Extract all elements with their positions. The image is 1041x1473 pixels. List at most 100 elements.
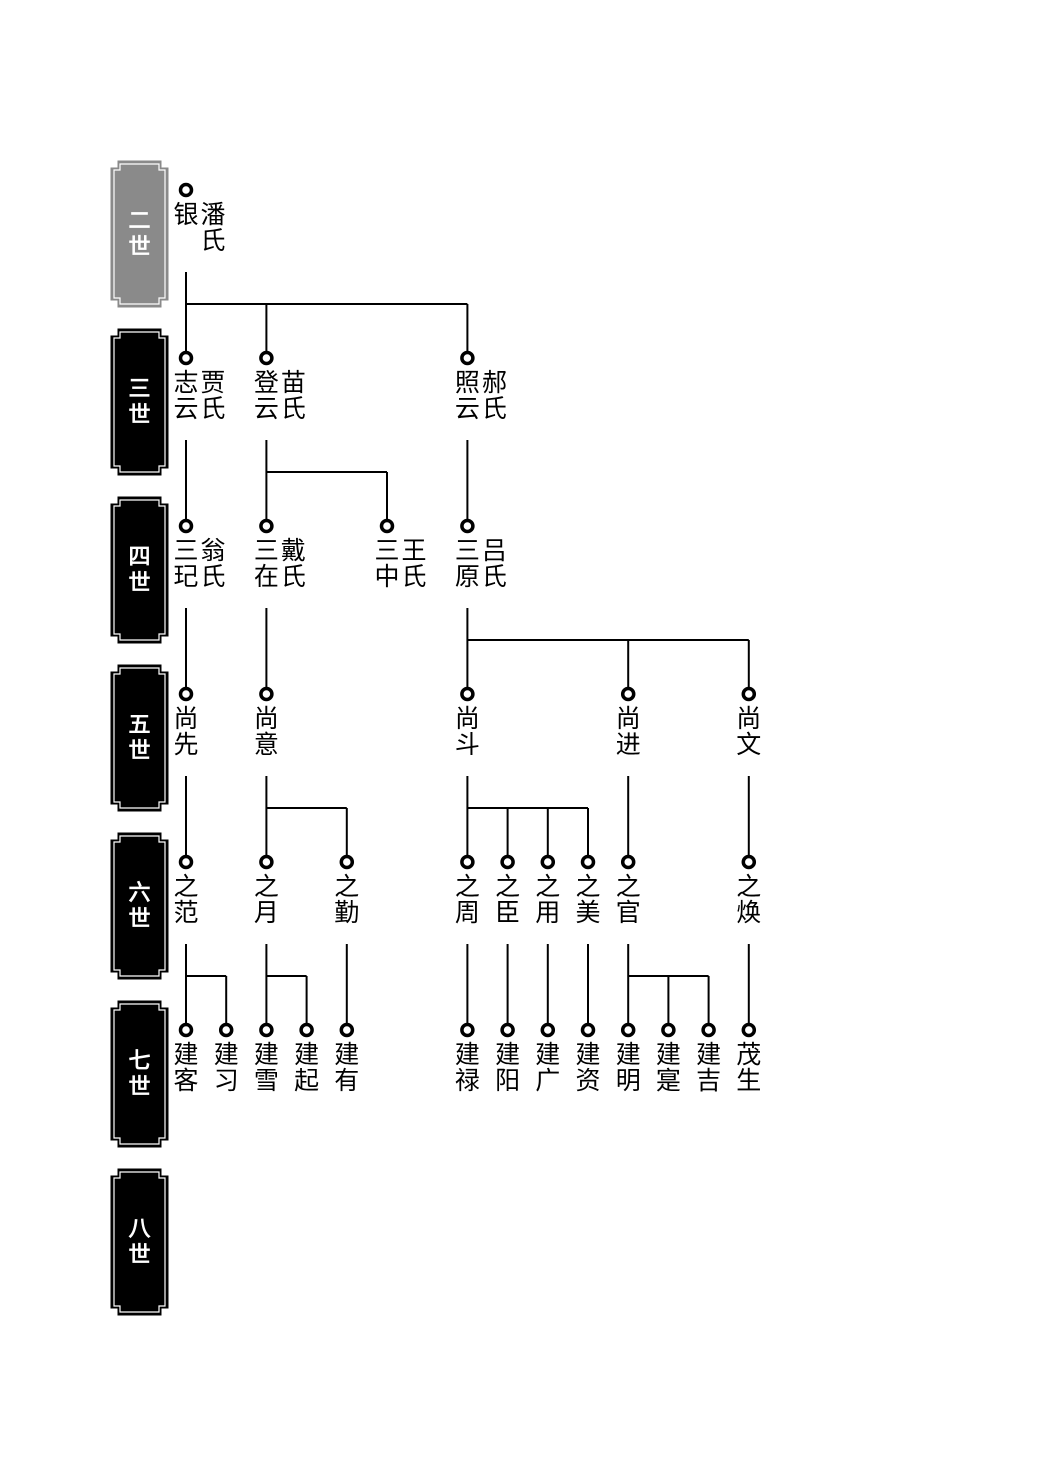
person-name-char: 先 (173, 730, 198, 759)
people-nodes: 银潘氏志云贾氏登云苗氏照云郝氏三玘翁氏三在戴氏三中王氏三原吕氏尚先尚意尚斗尚进尚… (173, 182, 761, 1095)
generation-badge-shape (110, 160, 169, 308)
person-node: 建阳 (495, 1022, 520, 1095)
generation-label-char: 世 (128, 571, 150, 596)
spouse-name-char: 氏 (281, 562, 306, 591)
generation-label-char: 七 (128, 1049, 150, 1074)
person-name-char: 意 (254, 730, 279, 759)
person-name-char: 寔 (656, 1066, 681, 1095)
spouse-name-char: 氏 (200, 226, 225, 255)
generation-badge-border (113, 163, 166, 305)
person-node: 建起 (294, 1022, 319, 1095)
person-node: 之用 (535, 854, 560, 927)
person-name-char: 之 (334, 872, 359, 901)
person-marker (741, 1022, 757, 1038)
person-name-char: 建 (656, 1040, 681, 1069)
person-marker (701, 1022, 716, 1038)
generation-badge-shape (110, 328, 169, 476)
person-marker (218, 1022, 234, 1038)
person-name-char: 之 (616, 872, 641, 901)
person-node: 茂生 (736, 1022, 761, 1095)
person-node: 尚斗 (455, 686, 480, 759)
person-name-char: 建 (616, 1040, 641, 1069)
person-name-char: 周 (455, 898, 480, 927)
spouse-name-char: 氏 (482, 562, 507, 591)
person-node: 建有 (334, 1022, 359, 1095)
spouse-name-char: 氏 (401, 562, 426, 591)
person-name-char: 尚 (455, 704, 480, 733)
lineage-connector (265, 440, 388, 520)
person-name-char: 起 (294, 1066, 319, 1095)
spouse-name-char: 潘 (200, 200, 225, 229)
person-name-char: 中 (374, 562, 399, 591)
person-marker (460, 518, 475, 534)
generation-badge-shape (110, 832, 169, 980)
person-name-char: 建 (294, 1040, 319, 1069)
generation-badge-border (113, 667, 166, 809)
person-marker (178, 686, 194, 702)
person-marker (379, 518, 395, 534)
person-name-char: 勤 (334, 898, 359, 927)
generation-badge-border (113, 835, 166, 977)
person-marker (178, 350, 194, 366)
person-name-char: 用 (535, 898, 560, 927)
person-marker (259, 350, 274, 366)
generation-badge-shape (110, 1000, 169, 1148)
person-node: 建禄 (455, 1022, 480, 1095)
generation-label-char: 世 (128, 403, 150, 428)
person-node: 尚文 (736, 686, 761, 759)
person-marker (259, 518, 274, 534)
person-name-char: 三 (254, 536, 279, 565)
lineage-connector (185, 944, 228, 1024)
person-name-char: 之 (535, 872, 560, 901)
person-node: 建吉 (696, 1022, 721, 1095)
person-name-char: 照 (455, 368, 480, 397)
person-node: 建寔 (656, 1022, 681, 1095)
generation-badge-border (113, 1171, 166, 1313)
generation-label-char: 世 (128, 907, 150, 932)
generation-badge-shape (110, 496, 169, 644)
person-name-char: 茂 (736, 1040, 761, 1069)
person-name-char: 习 (214, 1066, 239, 1095)
generation-label-char: 三 (128, 377, 150, 402)
person-name-char: 云 (254, 394, 279, 423)
person-name-char: 之 (173, 872, 198, 901)
person-name-char: 广 (535, 1066, 560, 1095)
person-marker (460, 854, 475, 870)
generation-badge-shape (110, 1168, 169, 1316)
person-name-char: 吉 (696, 1066, 721, 1095)
person-marker (339, 1022, 355, 1038)
person-name-char: 银 (173, 200, 198, 229)
person-name-char: 官 (616, 898, 641, 927)
generation-badge-border (113, 499, 166, 641)
person-name-char: 在 (254, 562, 279, 591)
person-node: 之焕 (736, 854, 761, 927)
person-marker (741, 686, 757, 702)
person-name-char: 志 (173, 368, 198, 397)
spouse-name-char: 郝 (482, 368, 507, 397)
generation-label: 二世 (110, 160, 169, 308)
person-name-char: 范 (173, 898, 198, 927)
person-name-char: 臣 (495, 898, 520, 927)
spouse-name-char: 氏 (281, 394, 306, 423)
person-node: 之月 (254, 854, 279, 927)
person-marker (259, 854, 274, 870)
person-node: 尚先 (173, 686, 199, 759)
generation-label: 六世 (110, 832, 169, 980)
person-name-char: 之 (254, 872, 279, 901)
person-marker (580, 854, 596, 870)
person-node: 银潘氏 (173, 182, 226, 255)
generation-label-char: 四 (128, 545, 150, 570)
person-name-char: 尚 (173, 704, 198, 733)
person-marker (500, 854, 515, 870)
spouse-name-char: 吕 (482, 536, 507, 565)
person-name-char: 三 (374, 536, 399, 565)
generation-badge-border (113, 1003, 166, 1145)
person-name-char: 建 (455, 1040, 480, 1069)
person-node: 之周 (455, 854, 480, 927)
person-marker (460, 686, 475, 702)
